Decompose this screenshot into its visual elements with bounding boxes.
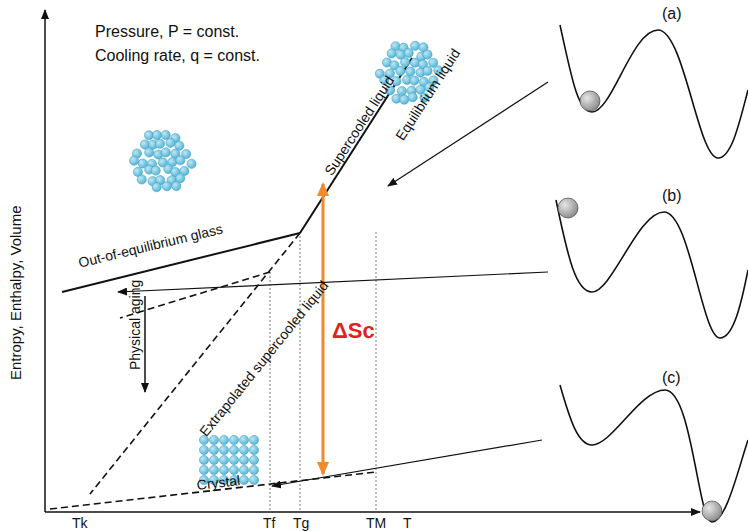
curve-label: Crystal: [196, 473, 241, 492]
liquid-line: [300, 58, 412, 233]
leader-arrows: [118, 82, 548, 486]
temperature-tick: Tf: [263, 516, 275, 530]
delta-s-arrow: [322, 184, 325, 474]
particle-clusters: [130, 41, 443, 484]
condition-note: Pressure, P = const.: [95, 24, 239, 40]
curve-label: Out-of-equilibrium glass: [77, 221, 224, 269]
panel-label: (b): [662, 188, 682, 204]
process-label: Physical aging: [128, 280, 142, 370]
temperature-tick: Tk: [72, 516, 88, 530]
condition-note: Cooling rate, q = const.: [95, 48, 260, 64]
temperature-tick: TM: [366, 516, 386, 530]
curve-label: Supercooled liquid: [322, 73, 396, 177]
panel-label: (a): [662, 6, 682, 22]
temperature-tick: Tg: [293, 516, 309, 530]
x-axis: [45, 511, 700, 513]
energy-wells: [556, 25, 748, 522]
y-axis: [44, 10, 46, 512]
state-balls: [558, 91, 722, 521]
aging-arrow: [144, 296, 146, 392]
crystal-line: [50, 472, 376, 509]
aged-glass-line: [120, 272, 270, 318]
delta-s-label: ΔSc: [332, 320, 375, 342]
curve-label: Extrapolated supercooled liquid: [197, 278, 331, 439]
axis-title: Entropy, Enthalpy, Volume: [8, 205, 23, 380]
axis-unit: T: [403, 516, 412, 530]
panel-label: (c): [662, 370, 681, 386]
